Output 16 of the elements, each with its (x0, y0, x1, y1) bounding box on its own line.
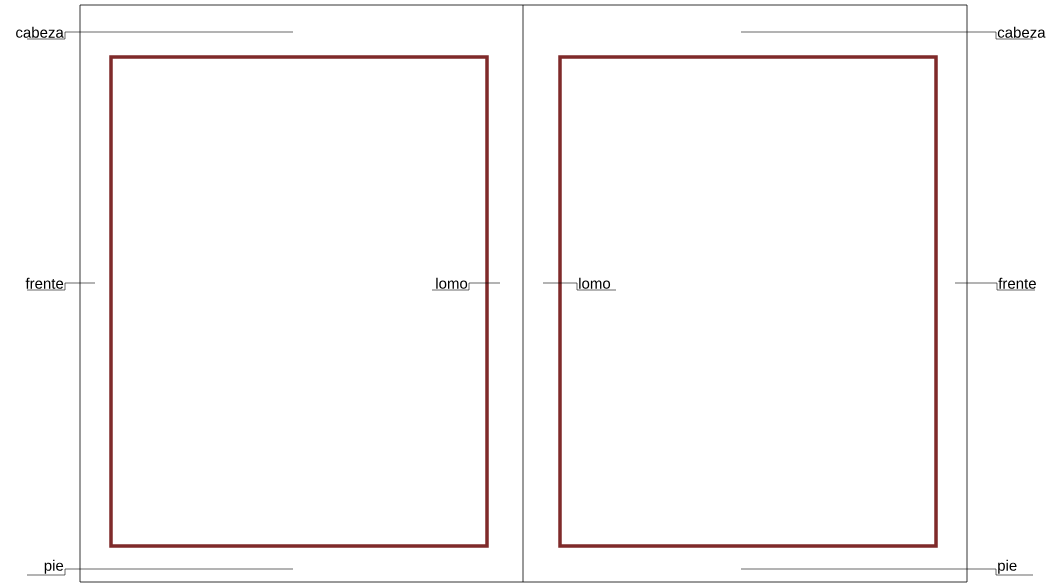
margin-label: frente (998, 277, 1036, 289)
margin-label: cabeza (997, 26, 1046, 38)
margin-label: pie (998, 559, 1017, 574)
margin-label: pie (44, 559, 64, 574)
leader-line (431, 282, 501, 291)
margin-label: lomo (436, 277, 468, 289)
margin-label: frente (25, 277, 64, 289)
leader-line (26, 568, 294, 576)
margin-label: lomo (579, 277, 611, 289)
margin-label: cabeza (16, 26, 64, 38)
leader-line (740, 31, 1034, 40)
leader-line (740, 568, 1034, 576)
leader-line (26, 31, 294, 40)
leader-line (954, 282, 1036, 291)
leader-line (542, 282, 617, 291)
leader-line (26, 282, 96, 291)
